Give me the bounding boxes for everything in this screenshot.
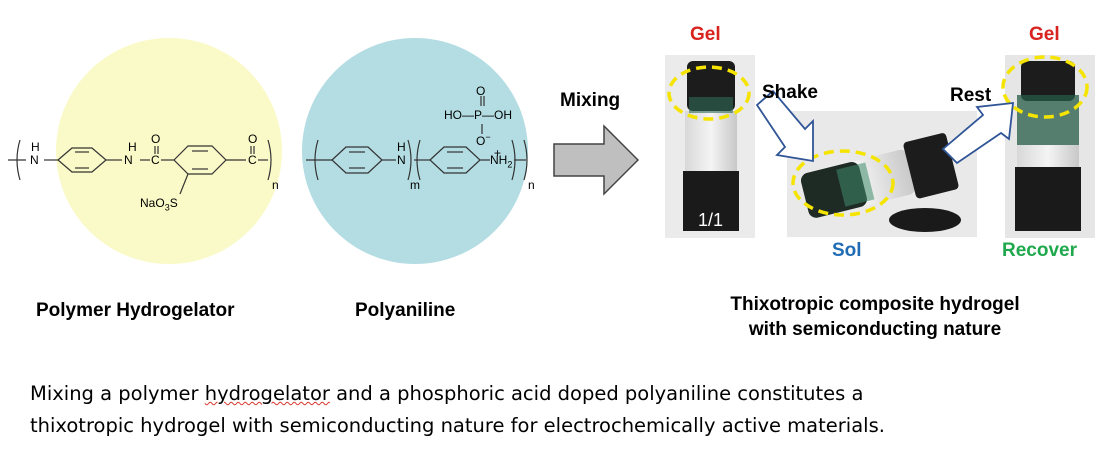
nh-h-label: H	[31, 140, 40, 154]
composite-title-line1: Thixotropic composite hydrogel	[730, 294, 1020, 315]
carbonyl-o-label: O	[248, 132, 258, 146]
pani-n-label: N	[397, 153, 406, 167]
caption: Mixing a polymer hydrogelator and a phos…	[30, 378, 885, 442]
phosphate-label: HO—P—OH	[444, 108, 513, 122]
ratio-label: 1/1	[698, 210, 724, 230]
recover-label: Recover	[1002, 240, 1077, 261]
pani-m-label: m	[410, 178, 420, 192]
pani-plus-label: +	[494, 146, 502, 160]
repeat-n-label: n	[272, 178, 279, 192]
gel-right-label: Gel	[1029, 24, 1060, 45]
mixing-arrow-icon	[553, 124, 640, 196]
pani-h-label: H	[397, 140, 406, 154]
gel-left-label: Gel	[690, 24, 721, 45]
sulfonate-label: NaO3S	[140, 196, 178, 213]
polyaniline-circle	[302, 38, 528, 264]
nh-n-label: N	[30, 153, 39, 167]
pani-n-subscript: n	[528, 178, 535, 192]
caption-line2: thixotropic hydrogel with semiconducting…	[30, 414, 885, 437]
rest-label: Rest	[950, 85, 992, 106]
amide-n-label: N	[124, 153, 133, 167]
phosphate-o-label: O	[476, 84, 486, 98]
pani-nh2-label: NH2	[490, 153, 513, 170]
polymer-hydrogelator-label: Polymer Hydrogelator	[36, 300, 235, 321]
caption-line1: Mixing a polymer hydrogelator and a phos…	[30, 382, 864, 405]
hydrogelator-circle	[56, 38, 282, 264]
composite-title-line2: with semiconducting nature	[748, 319, 1002, 340]
phosphate-ominus-label: O−	[476, 132, 491, 148]
amide-o-label: O	[151, 132, 161, 146]
hydrogel-photos	[665, 55, 1095, 238]
composite-title: Thixotropic composite hydrogel with semi…	[640, 292, 1110, 342]
mixing-label: Mixing	[560, 90, 621, 111]
sol-label: Sol	[832, 240, 862, 261]
carbonyl-c-label: C	[248, 153, 257, 167]
polyaniline-label: Polyaniline	[355, 300, 456, 321]
polymer-hydrogelator-structure	[8, 96, 528, 195]
amide-h-label: H	[128, 140, 137, 154]
amide-c-label: C	[151, 153, 160, 167]
shake-label: Shake	[762, 82, 818, 103]
